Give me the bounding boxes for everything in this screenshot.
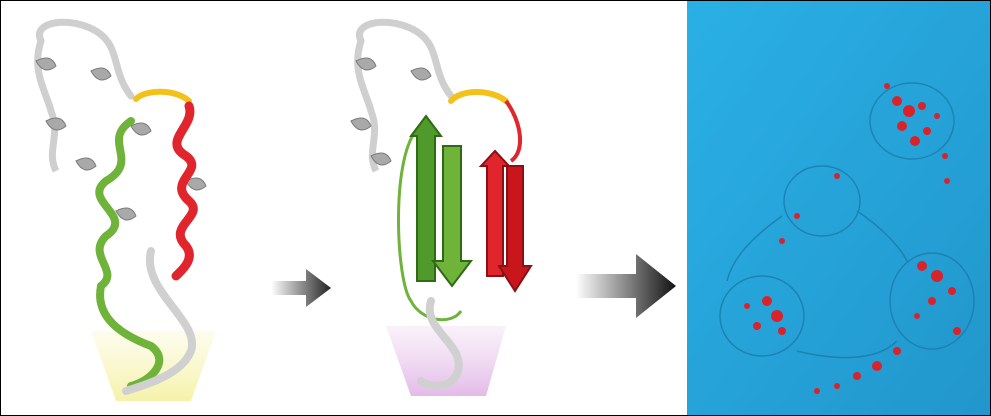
glow-base [91,331,216,401]
cell-micrograph-panel [687,1,991,415]
alpha-helix-protein-panel [1,1,251,415]
beta-sheet-protein-icon [331,1,561,415]
fluorescence-micrograph-icon [687,1,991,415]
arrow-right-icon [266,261,336,316]
arrow-right-icon [571,246,681,326]
alpha-helix-protein-icon [1,1,251,415]
beta-sheet-protein-panel [331,1,561,415]
